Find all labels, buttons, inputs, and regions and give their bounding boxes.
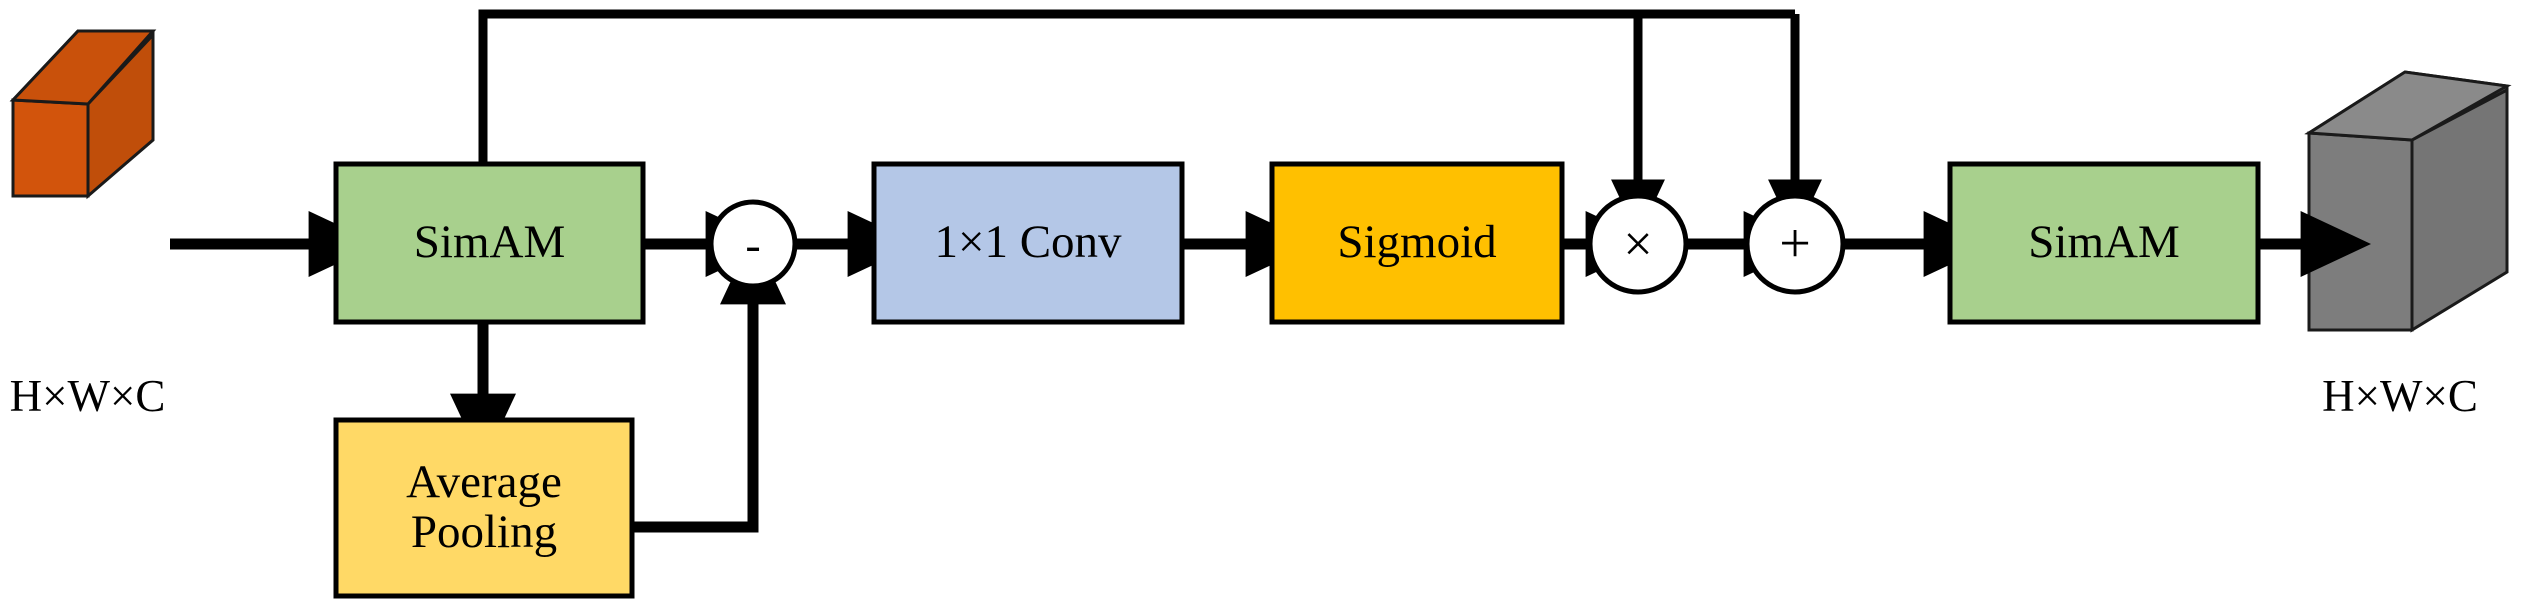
conv-box[interactable] bbox=[871, 161, 1185, 325]
sigmoid-box[interactable] bbox=[1269, 161, 1565, 325]
subtract-operator[interactable] bbox=[708, 199, 798, 289]
skip-connection-path bbox=[478, 9, 1822, 237]
output-cube-icon bbox=[2304, 70, 2512, 333]
input-cube-icon bbox=[9, 29, 157, 200]
add-operator[interactable] bbox=[1744, 193, 1846, 295]
output-cube-caption: H×W×C bbox=[2322, 371, 2478, 421]
simam-2-box[interactable] bbox=[1947, 161, 2261, 325]
flow-edges bbox=[170, 211, 2371, 533]
multiply-operator[interactable] bbox=[1587, 193, 1689, 295]
input-cube-caption: H×W×C bbox=[9, 371, 166, 421]
simam-1-box[interactable] bbox=[333, 161, 646, 325]
average-pooling-box[interactable] bbox=[333, 417, 635, 599]
